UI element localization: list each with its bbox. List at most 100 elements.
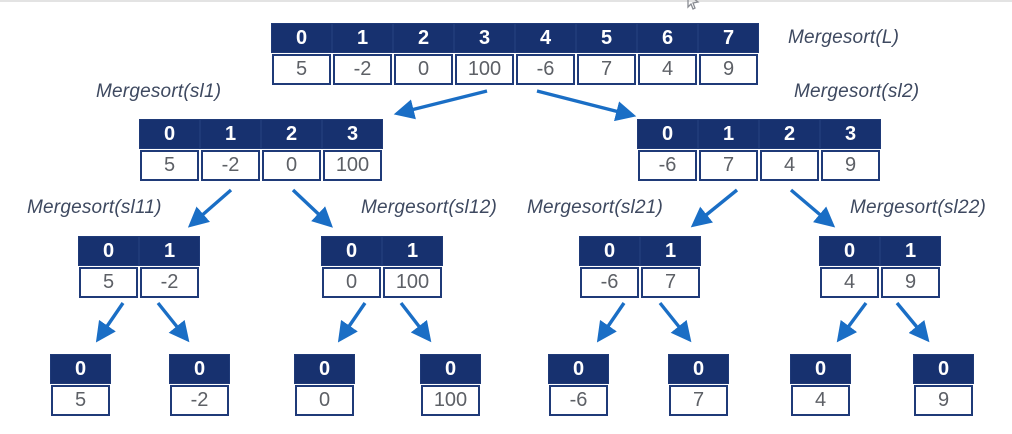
split-arrow-L-sl1 [393,89,488,120]
index-cell: 2 [394,24,453,52]
split-arrow-sl12-leaf4 [399,301,432,343]
index-cell: 0 [170,355,229,383]
index-row: 0 [421,355,480,383]
index-row: 0 [791,355,850,383]
index-cell: 1 [333,24,392,52]
value-row: 9 [914,385,973,416]
index-cell: 0 [791,355,850,383]
index-cell: 5 [577,24,636,52]
value-cell: -6 [549,385,608,416]
value-cell: 7 [577,54,636,85]
index-cell: 7 [699,24,758,52]
value-cell: 100 [323,150,382,181]
value-cell: -6 [580,267,639,298]
index-cell: 0 [295,355,354,383]
index-cell: 0 [140,120,199,148]
index-cell: 0 [580,237,639,265]
label-mergesort-sl1: Mergesort(sl1) [96,81,222,102]
index-cell: 0 [79,237,138,265]
value-cell: 7 [699,150,758,181]
value-cell: 9 [821,150,880,181]
split-arrow-sl2-sl21 [690,188,739,228]
value-cell: 7 [669,385,728,416]
value-row: 0 [295,385,354,416]
value-cell: 0 [262,150,321,181]
value-row: 4 [791,385,850,416]
split-arrow-sl2-sl22 [789,188,836,228]
value-cell: 9 [914,385,973,416]
value-cell: 100 [421,385,480,416]
index-cell: 0 [272,24,331,52]
index-cell: 0 [322,237,381,265]
index-cell: 0 [51,355,110,383]
split-arrow-sl21-leaf6 [658,301,692,343]
index-row: 0 [295,355,354,383]
mouse-cursor-icon [687,0,700,10]
index-cell: 3 [455,24,514,52]
index-cell: 0 [421,355,480,383]
index-row: 0 [170,355,229,383]
index-cell: 0 [914,355,973,383]
value-cell: 100 [455,54,514,85]
value-cell: 100 [383,267,442,298]
value-row: 5-2 [79,267,199,298]
value-cell: 9 [881,267,940,298]
index-cell: 1 [641,237,700,265]
value-row: -6 [549,385,608,416]
value-row: 7 [669,385,728,416]
label-mergesort-sl2: Mergesort(sl2) [794,81,920,102]
value-cell: 4 [760,150,819,181]
value-cell: 5 [272,54,331,85]
index-row: 0 [914,355,973,383]
value-cell: -2 [140,267,199,298]
index-cell: 2 [760,120,819,148]
value-cell: 9 [699,54,758,85]
index-cell: 1 [201,120,260,148]
value-cell: 0 [295,385,354,416]
split-arrow-sl21-leaf5 [596,302,626,343]
label-mergesort-sl12: Mergesort(sl12) [361,197,498,218]
label-mergesort-sl21: Mergesort(sl21) [527,197,664,218]
index-cell: 0 [549,355,608,383]
value-cell: 4 [791,385,850,416]
index-cell: 0 [820,237,879,265]
split-arrow-sl12-leaf3 [337,302,367,343]
value-row: 100 [421,385,480,416]
value-cell: -6 [638,150,697,181]
split-arrow-L-sl2 [536,89,637,122]
value-cell: 0 [394,54,453,85]
value-cell: 5 [79,267,138,298]
value-row: 5 [51,385,110,416]
index-cell: 0 [669,355,728,383]
label-mergesort-sl22: Mergesort(sl22) [850,197,987,218]
split-arrow-sl22-leaf7 [836,301,868,343]
index-cell: 1 [881,237,940,265]
value-cell: -2 [333,54,392,85]
index-cell: 0 [638,120,697,148]
split-arrow-sl11-leaf2 [156,301,190,343]
label-mergesort-sl11: Mergesort(sl11) [27,197,162,218]
value-cell: 0 [322,267,381,298]
index-cell: 6 [638,24,697,52]
